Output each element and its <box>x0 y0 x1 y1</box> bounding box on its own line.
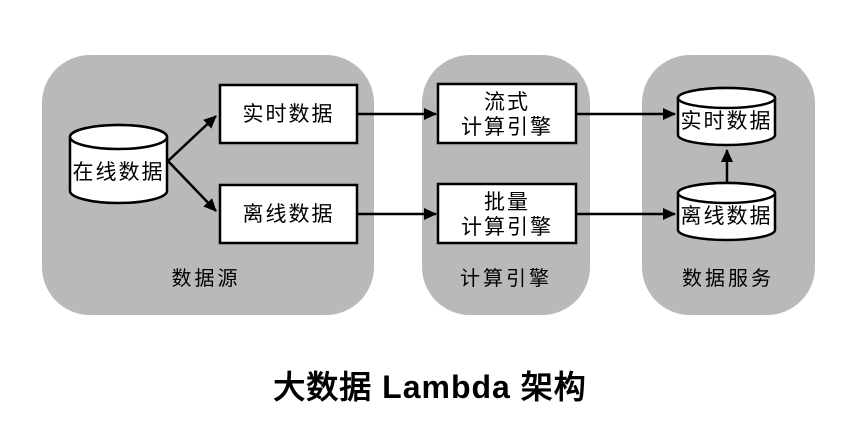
panel-label-data-source: 数据源 <box>172 267 241 290</box>
offline-data-source-label: 离线数据 <box>243 202 335 226</box>
batch-engine-box <box>436 182 578 245</box>
stream-engine-box <box>436 82 578 145</box>
stream-engine-label-line1: 流式 <box>484 90 530 114</box>
node-realtime-data-source: 实时数据 <box>218 83 359 145</box>
node-realtime-data-service: 实时数据 <box>676 86 777 147</box>
online-data-label: 在线数据 <box>73 160 165 184</box>
panel-label-compute-engine: 计算引擎 <box>460 267 552 290</box>
node-batch-engine: 批量 计算引擎 <box>436 182 578 245</box>
edge-online-to-offline <box>167 160 217 212</box>
offline-data-service-label: 离线数据 <box>681 204 773 228</box>
edge-online-to-realtime <box>167 115 217 162</box>
node-online-data: 在线数据 <box>68 123 169 205</box>
realtime-data-source-label: 实时数据 <box>243 102 335 126</box>
offline-data-source-box <box>218 183 359 245</box>
realtime-data-source-box <box>218 83 359 145</box>
batch-engine-label-line2: 计算引擎 <box>461 215 553 239</box>
node-offline-data-source: 离线数据 <box>218 183 359 245</box>
database-cylinder-top-icon <box>68 123 169 151</box>
panel-label-data-service: 数据服务 <box>682 267 774 290</box>
node-stream-engine: 流式 计算引擎 <box>436 82 578 145</box>
diagram-title: 大数据 Lambda 架构 <box>273 369 587 405</box>
database-cylinder-top-icon <box>676 181 777 205</box>
stream-engine-label-line2: 计算引擎 <box>461 115 553 139</box>
node-offline-data-service: 离线数据 <box>676 181 777 242</box>
database-cylinder-top-icon <box>676 86 777 110</box>
batch-engine-label-line1: 批量 <box>484 190 530 214</box>
realtime-data-service-label: 实时数据 <box>681 109 773 133</box>
